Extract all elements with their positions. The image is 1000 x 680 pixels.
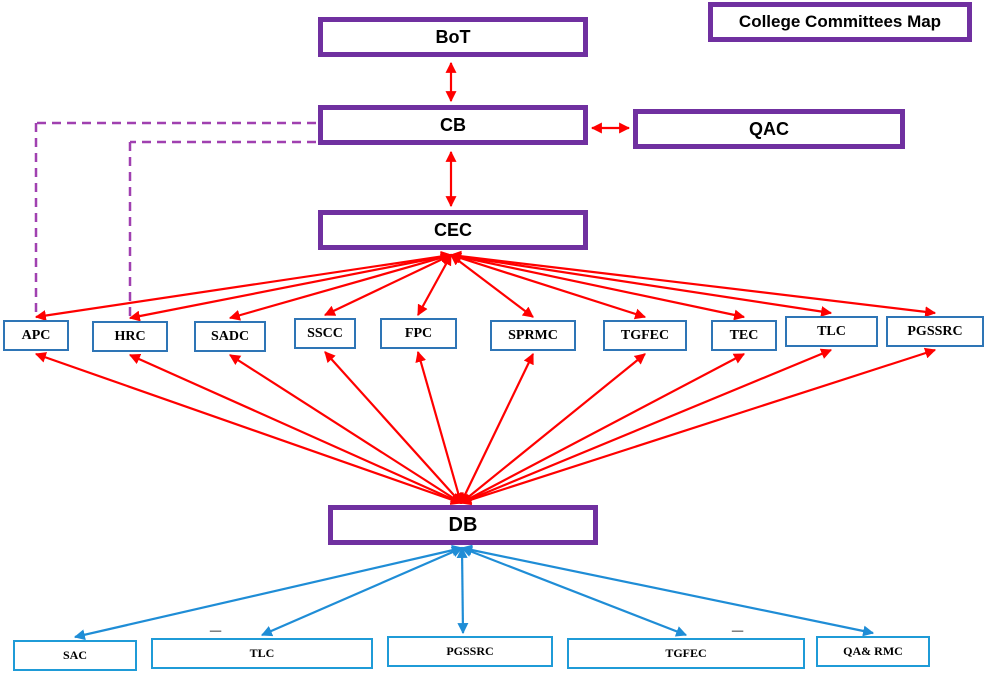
committee-tgfec-label: TGFEC	[620, 327, 670, 343]
committee-pgssrc: PGSSRC	[886, 316, 984, 347]
arrow-db-tec	[460, 353, 745, 504]
committee-fpc: FPC	[380, 318, 457, 349]
committee-apc: APC	[3, 320, 69, 351]
title-box: College Committees Map	[708, 2, 972, 42]
arrow-db-bottom-qarmc	[460, 544, 875, 637]
arrow-db-hrc	[128, 353, 463, 505]
committee-tlc: TLC	[785, 316, 878, 347]
committee-hrc: HRC	[92, 321, 168, 352]
dash-mark-tlc: _	[210, 612, 222, 634]
arrow-db-apc	[34, 352, 463, 505]
node-cec-label: CEC	[433, 219, 472, 240]
bottom-committee-qarmc: QA& RMC	[816, 636, 930, 667]
committee-fpc-label: FPC	[404, 325, 433, 341]
committee-sprmc-label: SPRMC	[508, 327, 558, 343]
arrow-cec-fpc	[417, 254, 452, 316]
arrow-db-fpc	[415, 350, 464, 505]
node-cec: CEC	[318, 210, 588, 250]
committee-tec-label: TEC	[729, 327, 759, 343]
arrow-cec-apc	[34, 251, 453, 321]
arrow-db-bottom-tlc	[260, 546, 464, 637]
bottom-committee-pgssrc-label: PGSSRC	[446, 644, 494, 658]
bottom-committee-pgssrc: PGSSRC	[387, 636, 553, 667]
arrow-db-pgssrc	[459, 347, 937, 506]
arrow-db-tlc	[459, 348, 833, 505]
arrow-cec-tec	[449, 251, 746, 321]
committee-sadc-label: SADC	[210, 328, 250, 344]
bottom-committee-qarmc-label: QA& RMC	[843, 644, 903, 658]
committee-sadc: SADC	[194, 321, 266, 352]
bottom-committee-tlc: TLC	[151, 638, 373, 669]
committee-sscc-label: SSCC	[307, 325, 343, 341]
bottom-committee-tlc-label: TLC	[249, 646, 275, 660]
node-bot-label: BoT	[435, 26, 471, 47]
arrow-db-sadc	[229, 354, 462, 504]
committee-pgssrc-label: PGSSRC	[907, 323, 963, 339]
committee-tlc-label: TLC	[817, 323, 846, 339]
node-db: DB	[328, 505, 598, 545]
committee-tgfec: TGFEC	[603, 320, 687, 351]
node-bot: BoT	[318, 17, 588, 57]
arrow-db-bottom-sac	[73, 544, 464, 641]
bottom-committee-sac: SAC	[13, 640, 137, 671]
arrow-cec-pgssrc	[449, 250, 937, 318]
committee-apc-label: APC	[21, 327, 51, 343]
dash-mark-tgfec: _	[732, 612, 744, 634]
node-qac: QAC	[633, 109, 905, 149]
node-qac-label: QAC	[749, 118, 789, 139]
arrow-db-sprmc	[460, 353, 534, 504]
arrow-db-bottom-pgssrc	[456, 546, 469, 635]
bottom-committee-sac-label: SAC	[62, 648, 87, 662]
committee-tec: TEC	[711, 320, 777, 351]
node-db-label: DB	[448, 513, 478, 536]
bottom-committee-tgfec-label: TGFEC	[665, 646, 707, 660]
arrow-db-bottom-tgfec	[460, 546, 688, 637]
arrow-cec-tlc	[449, 251, 833, 317]
arrow-cec-tgfec	[449, 252, 647, 320]
arrow-db-tgfec	[460, 353, 646, 504]
committee-sprmc: SPRMC	[490, 320, 576, 351]
node-cb: CB	[318, 105, 588, 145]
node-cb-label: CB	[440, 114, 466, 135]
arrow-cec-hrc	[128, 251, 453, 322]
committee-hrc-label: HRC	[114, 328, 146, 344]
title-text: College Committees Map	[738, 12, 942, 31]
bottom-committee-tgfec: TGFEC	[567, 638, 805, 669]
committee-sscc: SSCC	[294, 318, 356, 349]
